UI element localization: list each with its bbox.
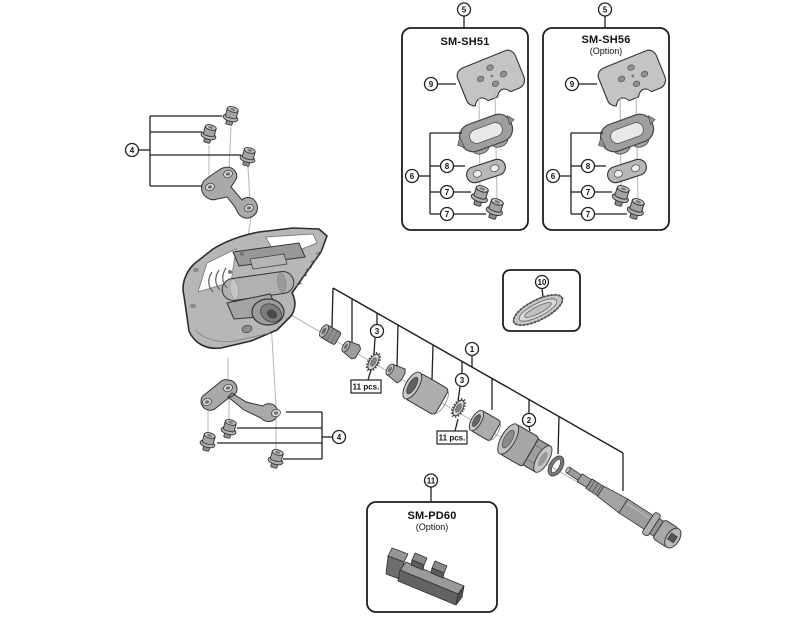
- assembly-guide-lines: [207, 126, 277, 451]
- callout-4-badge: [124, 142, 140, 158]
- callout-9-number: 9: [429, 80, 434, 89]
- callout-8-number: 8: [445, 162, 450, 171]
- callout-9-badge: [423, 76, 439, 92]
- callout-3-number: 3: [375, 327, 380, 336]
- pedal-body: [182, 227, 328, 350]
- bearing-qty-label-b: 11 pcs.: [439, 434, 466, 443]
- plate-bolt: [237, 145, 259, 169]
- callout-7-number: 7: [586, 210, 591, 219]
- plate-holes: [205, 169, 254, 213]
- callout-5-number: 5: [603, 6, 608, 15]
- callout-2-badge: [521, 412, 537, 428]
- callout-7-badge: [439, 206, 455, 222]
- callout-4-bottom-lines: [217, 411, 333, 460]
- axle-assembly: [319, 324, 682, 549]
- plate-bolt: [197, 430, 219, 454]
- callout-3-badge: [369, 323, 385, 339]
- reflector-unit: [385, 547, 465, 606]
- bearing-qty-label-a: 11 pcs.: [353, 383, 380, 392]
- reflector-box: [366, 501, 498, 613]
- callout-7-number: 7: [445, 210, 450, 219]
- callout-10-badge: [534, 274, 550, 290]
- bottom-mounting-hardware: 4: [197, 379, 347, 471]
- bearing-qty-box-a: [350, 379, 382, 394]
- callout-1-badge: [464, 341, 480, 357]
- callout-2-number: 2: [527, 416, 532, 425]
- cleat-callout-lines: [418, 83, 486, 215]
- o-ring-seal: [547, 455, 565, 477]
- callout-4-number: 4: [337, 433, 342, 442]
- callout-6-number: 6: [551, 172, 556, 181]
- bearing-retainer-a: [363, 349, 384, 375]
- plate-bolt: [218, 417, 240, 441]
- spd-cleat: [457, 113, 515, 155]
- pd60-subtitle: (Option): [416, 522, 449, 532]
- callout-11-badge: [423, 473, 439, 488]
- callout-7-number: 7: [586, 188, 591, 197]
- callout-3-badge: [454, 372, 470, 388]
- cleat-adapter-plate: [456, 49, 526, 107]
- callout-4-badge: [331, 429, 347, 445]
- cleat-washer-plate: [466, 158, 506, 184]
- plate-holes: [202, 383, 281, 418]
- callout-8-badge: [439, 158, 455, 174]
- top-mounting-hardware: 4: [124, 104, 259, 219]
- callout-6-number: 6: [410, 172, 415, 181]
- callout-1-number: 1: [470, 345, 475, 354]
- cone-spacer: [385, 363, 406, 384]
- spacer-box-group: 10: [502, 269, 581, 332]
- cone-nut: [341, 340, 362, 360]
- toothed-spacer: [512, 293, 564, 327]
- reflector-box-group: 11 SM-PD60 (Option): [366, 473, 498, 613]
- callout-10-number: 10: [538, 278, 547, 287]
- tension-spring-coil: [208, 267, 228, 293]
- lock-nut: [319, 324, 342, 345]
- cleat-kit-group: [401, 2, 529, 231]
- callout-3-number: 3: [460, 376, 465, 385]
- callout-11-number: 11: [427, 477, 436, 486]
- callout-9-number: 9: [570, 80, 575, 89]
- axle-callout-lines: [331, 287, 624, 491]
- sh56-subtitle: (Option): [590, 46, 623, 56]
- bearing-qty-box-b: [436, 430, 468, 445]
- pd60-title: SM-PD60: [407, 510, 456, 522]
- sh56-title: SM-SH56: [581, 34, 630, 46]
- bearing-cup-nut: [497, 423, 553, 473]
- plate-bolt: [265, 447, 287, 471]
- outer-sleeve: [468, 409, 501, 441]
- inner-sleeve: [402, 371, 449, 415]
- callout-7-badge: [439, 184, 455, 200]
- callout-7-number: 7: [445, 188, 450, 197]
- callout-5-badge: [456, 2, 472, 17]
- cage-plate-top: [201, 166, 258, 219]
- callout-4-top-lines: [138, 115, 241, 187]
- plate-bolt: [220, 104, 242, 128]
- cage-plate-bottom: [200, 379, 279, 422]
- callout-8-number: 8: [586, 162, 591, 171]
- callout-6-badge: [404, 168, 420, 184]
- callout-4-number: 4: [130, 146, 135, 155]
- pedal-axle: [565, 466, 682, 549]
- plate-bolt: [198, 122, 220, 146]
- sh51-title: SM-SH51: [440, 36, 489, 48]
- callout-5-number: 5: [462, 6, 467, 15]
